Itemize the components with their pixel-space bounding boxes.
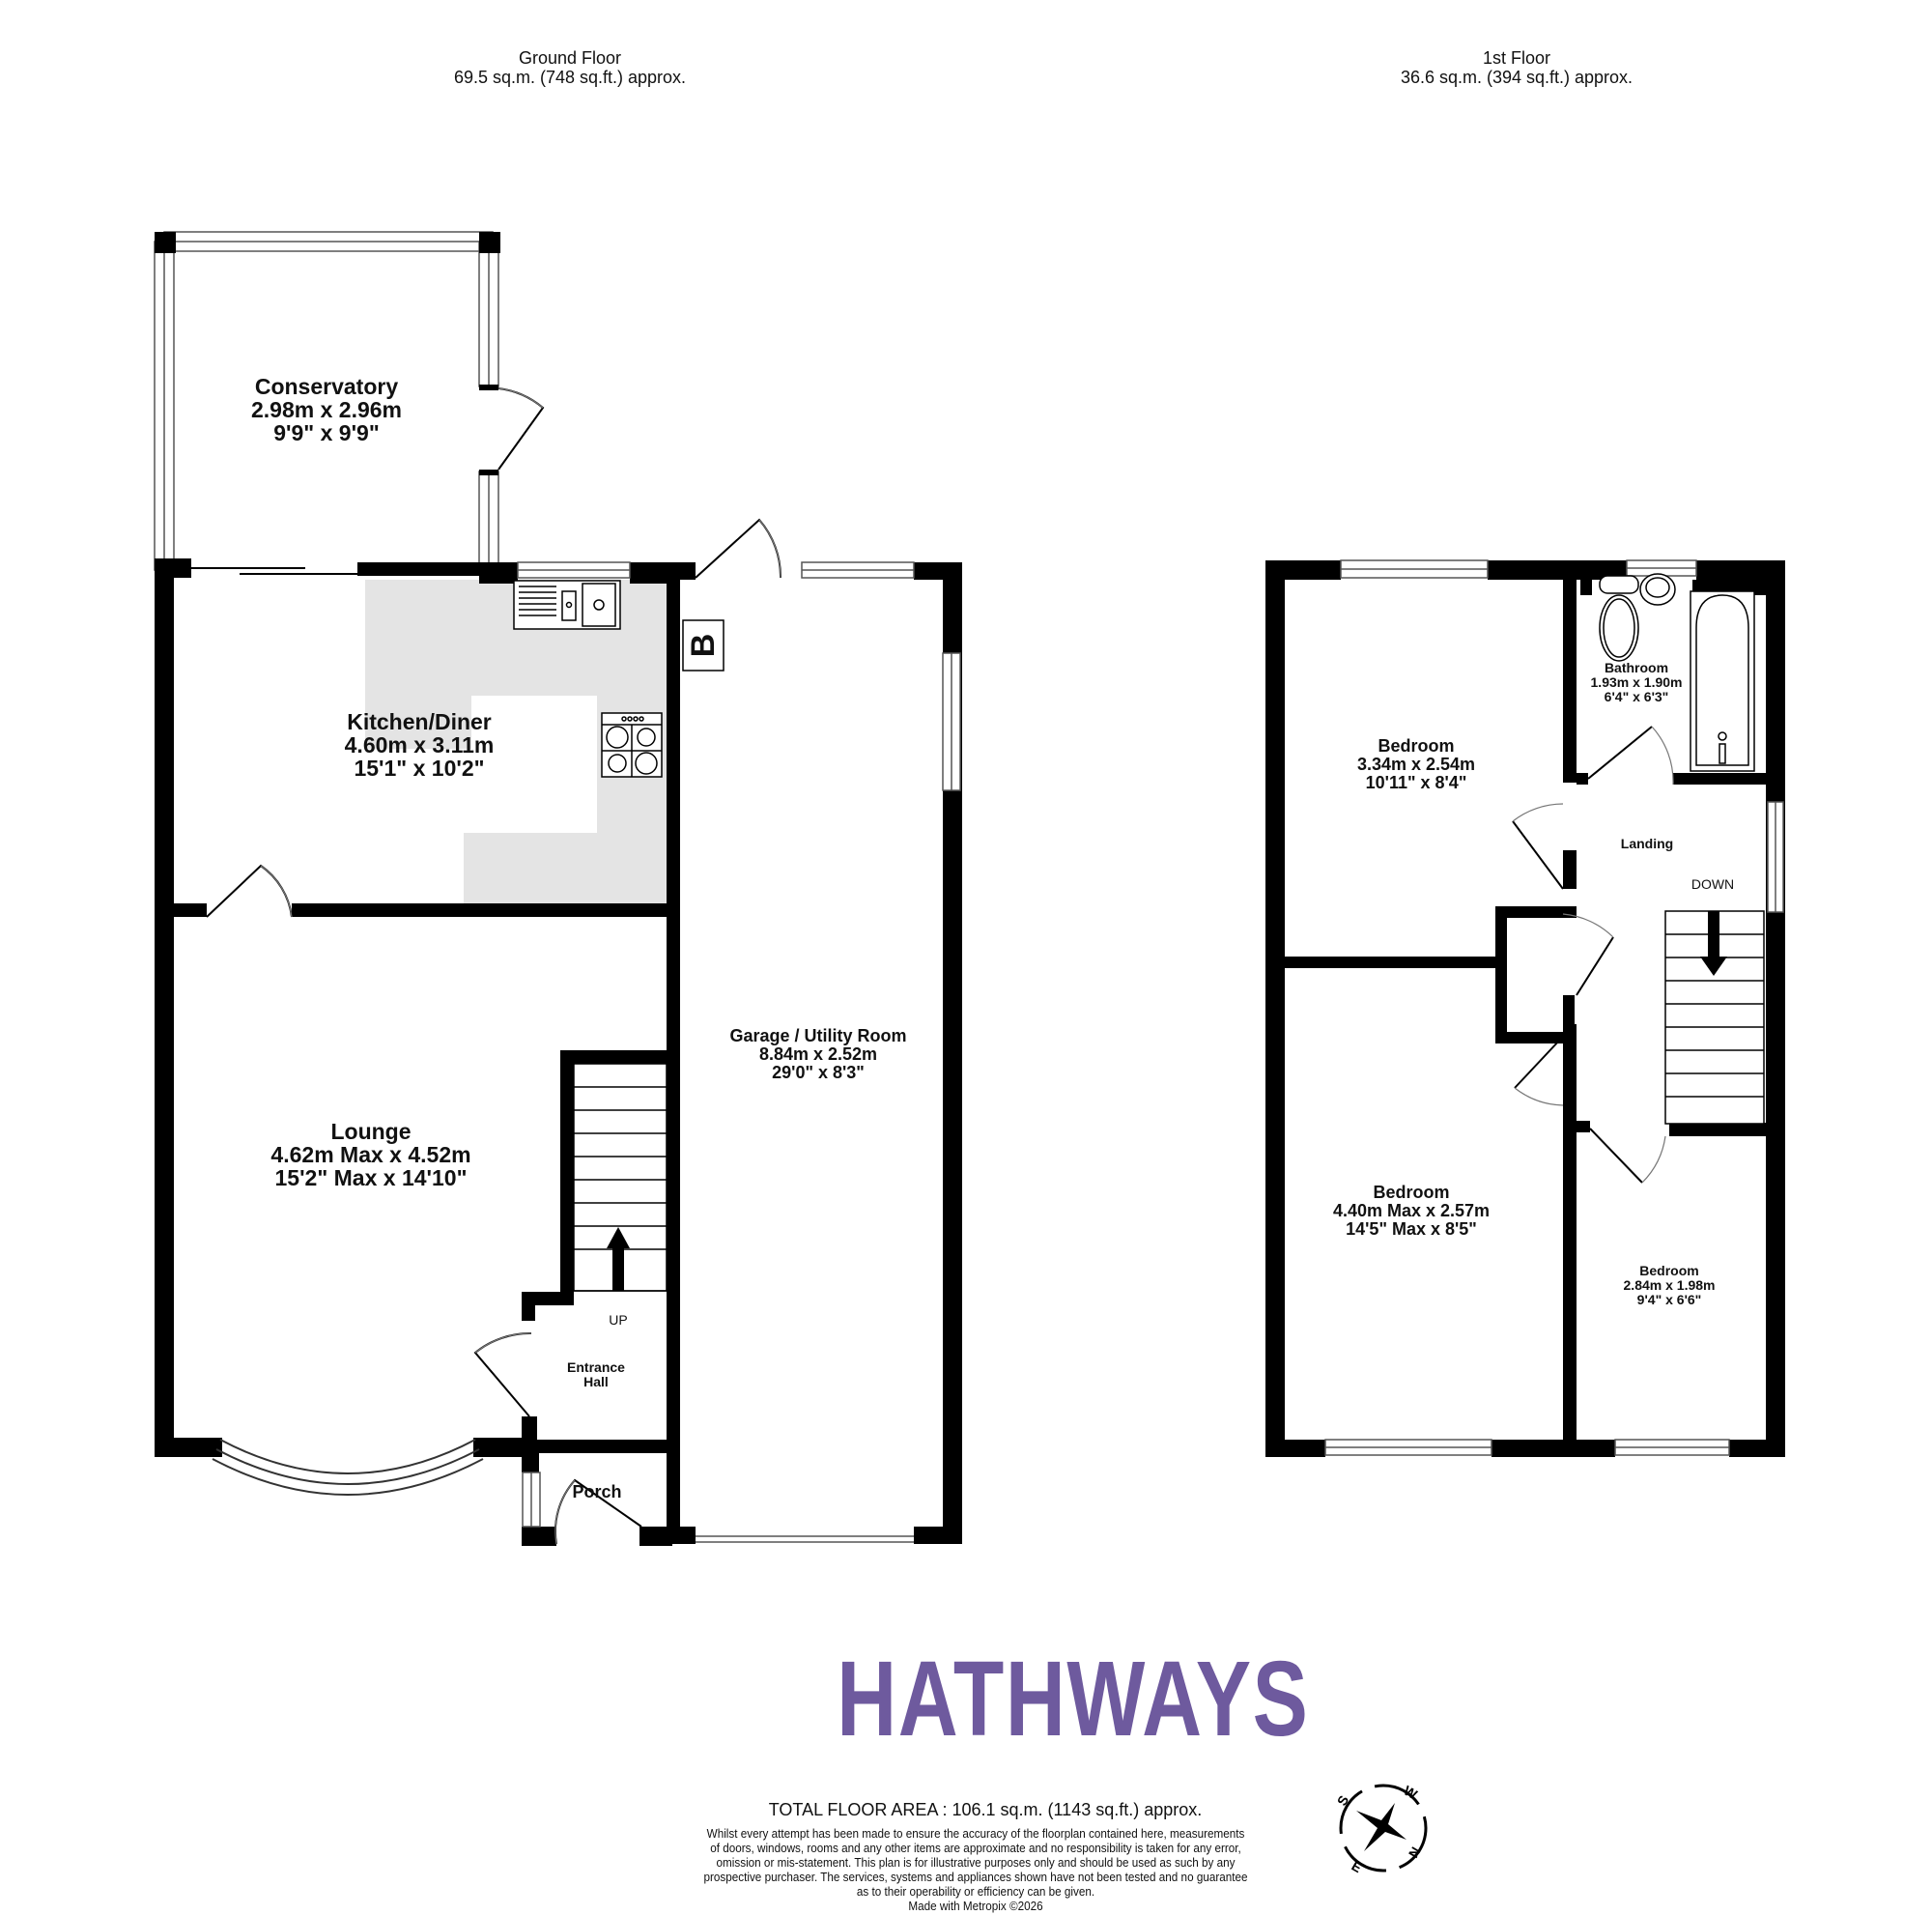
room-name: Garage / Utility Room: [729, 1026, 907, 1045]
stairs-up-label: UP: [609, 1312, 628, 1328]
svg-text:S: S: [1335, 1792, 1351, 1808]
first-floor-title: 1st Floor: [1482, 48, 1551, 68]
room-kitchen-diner: Kitchen/Diner 4.60m x 3.11m 15'1" x 10'2…: [345, 710, 495, 780]
room-bedroom-2: Bedroom 4.40m Max x 2.57m 14'5" Max x 8'…: [1333, 1184, 1490, 1239]
room-name: Bathroom: [1604, 660, 1669, 675]
room-name-line2: Hall: [583, 1374, 609, 1389]
lounge-hall-door: [473, 1331, 532, 1417]
room-metric: 4.60m x 3.11m: [344, 732, 495, 757]
room-name-line1: Entrance: [567, 1359, 625, 1375]
kitchen-sink-icon: [513, 580, 621, 630]
first-floor-stairs: [1664, 910, 1765, 1125]
room-conservatory: Conservatory 2.98m x 2.96m 9'9" x 9'9": [251, 375, 402, 444]
first-floor-walls: [1265, 560, 1785, 1457]
room-name: Porch: [572, 1482, 622, 1501]
room-metric: 4.40m Max x 2.57m: [1332, 1201, 1491, 1220]
ground-floor-title: Ground Floor: [518, 48, 622, 68]
stairs-down-label: DOWN: [1690, 876, 1735, 892]
lounge-bay-window: [212, 1439, 484, 1496]
ground-floor-area: 69.5 sq.m. (748 sq.ft.) approx.: [453, 68, 687, 87]
room-imperial: 15'1" x 10'2": [354, 756, 485, 781]
room-name: Conservatory: [254, 374, 399, 399]
disclaimer: Whilst every attempt has been made to en…: [703, 1826, 1248, 1913]
room-name: Lounge: [330, 1119, 412, 1144]
ground-floor-plan: [154, 231, 962, 1546]
room-name: Landing: [1620, 836, 1674, 851]
total-floor-area: TOTAL FLOOR AREA : 106.1 sq.m. (1143 sq.…: [768, 1800, 1203, 1819]
first-floor-windows: [1324, 559, 1784, 1456]
room-bedroom-3: Bedroom 2.84m x 1.98m 9'4" x 6'6": [1624, 1264, 1716, 1307]
room-imperial: 9'9" x 9'9": [273, 420, 380, 445]
boiler-marker: B: [678, 625, 728, 666]
porch-window: [522, 1472, 541, 1528]
first-floor-doors: [1512, 726, 1653, 1184]
room-imperial: 15'2" Max x 14'10": [274, 1165, 468, 1190]
room-name: Bedroom: [1639, 1263, 1699, 1278]
conservatory-glazing: [154, 231, 499, 571]
compass-icon: S W N E: [1335, 1783, 1428, 1876]
stairs-down-arrow-icon: [1700, 911, 1727, 976]
room-lounge: Lounge 4.62m Max x 4.52m 15'2" Max x 14'…: [270, 1120, 470, 1189]
first-floor-plan: [1265, 559, 1785, 1457]
ground-walls: [155, 558, 962, 1546]
room-metric: 3.34m x 2.54m: [1356, 755, 1476, 774]
room-metric: 2.98m x 2.96m: [250, 397, 403, 422]
garage-windows: [801, 561, 961, 791]
room-metric: 8.84m x 2.52m: [758, 1044, 878, 1064]
room-imperial: 29'0" x 8'3": [772, 1063, 865, 1082]
room-bedroom-1: Bedroom 3.34m x 2.54m 10'11" x 8'4": [1357, 737, 1475, 792]
room-imperial: 14'5" Max x 8'5": [1346, 1219, 1477, 1239]
room-metric: 4.62m Max x 4.52m: [270, 1142, 471, 1167]
first-floor-heading: 1st Floor 36.6 sq.m. (394 sq.ft.) approx…: [1362, 48, 1671, 87]
room-imperial: 6'4" x 6'3": [1604, 689, 1669, 704]
room-name: Bedroom: [1373, 1183, 1450, 1202]
kitchen-hob-icon: [601, 712, 663, 778]
room-landing: Landing: [1621, 837, 1673, 851]
kitchen-window: [517, 561, 631, 579]
svg-text:E: E: [1350, 1858, 1365, 1876]
room-metric: 1.93m x 1.90m: [1590, 674, 1683, 690]
bath-icon: [1690, 590, 1755, 772]
conservatory-door: [497, 387, 545, 471]
room-garage-utility: Garage / Utility Room 8.84m x 2.52m 29'0…: [729, 1027, 906, 1082]
kitchen-lounge-door: [206, 864, 293, 918]
garage-door: [696, 1535, 914, 1543]
room-name: Bedroom: [1378, 736, 1455, 756]
conservatory-sliding-doors: [191, 567, 357, 575]
toilet-icon: [1599, 575, 1639, 662]
boiler-label: B: [684, 633, 722, 658]
room-metric: 2.84m x 1.98m: [1623, 1277, 1716, 1293]
room-entrance-hall: Entrance Hall: [567, 1360, 625, 1389]
room-imperial: 10'11" x 8'4": [1365, 773, 1467, 792]
svg-text:W: W: [1402, 1783, 1421, 1803]
garage-side-door: [695, 518, 782, 579]
stairs-up-arrow-icon: [607, 1227, 630, 1291]
room-bathroom: Bathroom 1.93m x 1.90m 6'4" x 6'3": [1591, 661, 1683, 704]
room-name: Kitchen/Diner: [347, 709, 492, 734]
room-porch: Porch: [572, 1483, 621, 1501]
hathways-logo: HATHWAYS: [837, 1640, 1310, 1758]
kitchen-worktops: [365, 580, 672, 908]
room-imperial: 9'4" x 6'6": [1636, 1292, 1702, 1307]
ground-floor-heading: Ground Floor 69.5 sq.m. (748 sq.ft.) app…: [386, 48, 753, 87]
basin-icon: [1639, 573, 1676, 606]
first-floor-area: 36.6 sq.m. (394 sq.ft.) approx.: [1400, 68, 1634, 87]
boiler-icon: [682, 619, 724, 672]
